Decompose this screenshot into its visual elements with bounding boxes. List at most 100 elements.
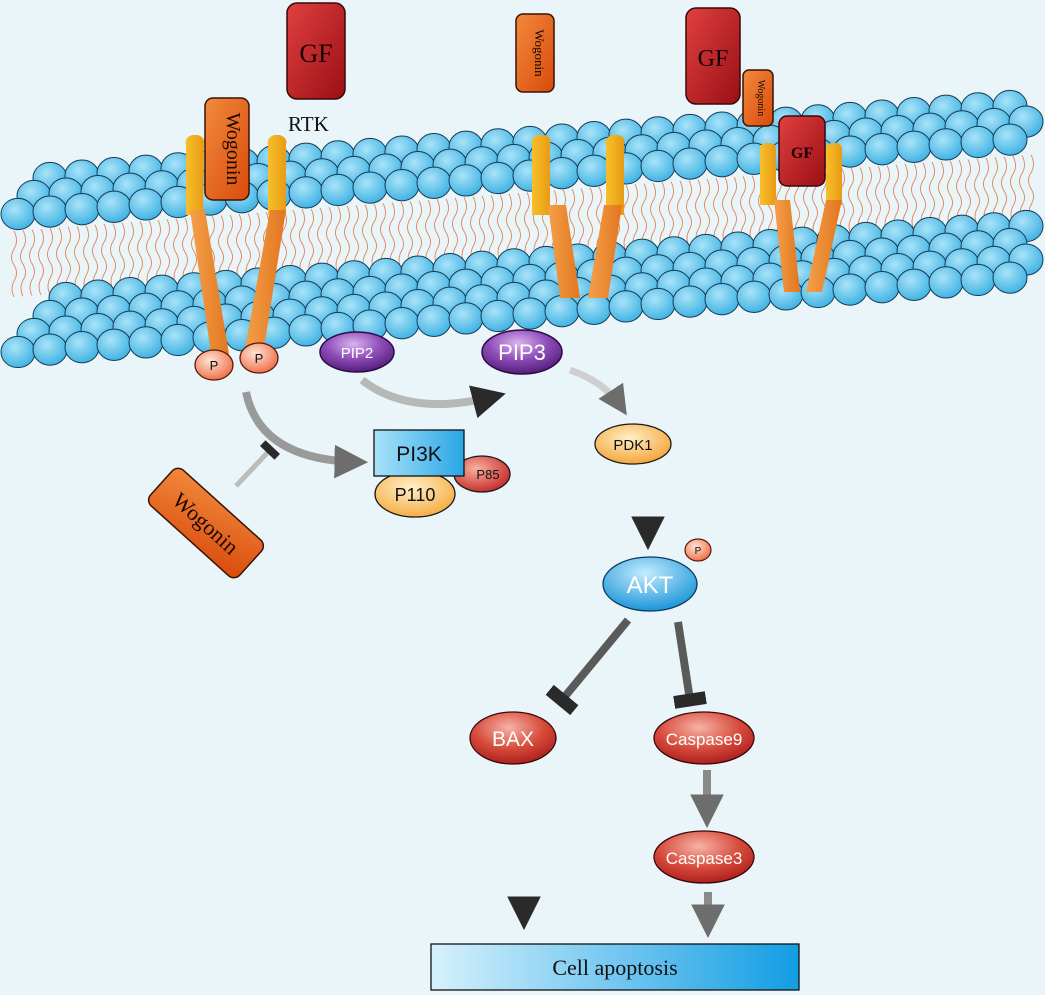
lipid-tail [398,201,404,269]
lipid-tail [947,160,953,227]
lipid-tail [38,228,44,296]
lipid-tail [110,223,116,290]
lipid-head [480,299,516,333]
lipid-head [864,133,900,166]
gf-ligand-2: GF [685,7,741,105]
wogonin-free-2: Wogonin [742,69,774,127]
lipid-tail [515,192,521,260]
bax-node: BAX [469,711,557,765]
bax-label: BAX [492,728,534,751]
lipid-tail [128,221,134,289]
lipid-tail [389,202,395,269]
akt-node: AKT P [602,538,712,612]
lipid-head [128,188,164,221]
lipid-head [32,333,68,366]
lipid-tail [308,208,314,275]
lipid-tail [704,178,710,246]
pdk1-label: PDK1 [613,437,652,454]
lipid-head [672,285,708,318]
gf-ligand-1: GF [286,2,346,100]
lipid-tail [290,209,296,277]
lipid-tail [11,230,17,298]
lipid-tail [884,165,890,232]
phosphate-right: P [239,342,279,374]
rtk-label: RTK [288,112,329,136]
lipid-tail [281,210,287,277]
lipid-head [64,331,100,364]
lipid-tail [524,192,530,259]
lipid-tail [326,207,332,274]
lipid-head [320,173,356,207]
lipid-tail [380,203,386,270]
cell-apoptosis-box: Cell apoptosis [430,943,800,991]
lipid-tail [695,179,701,246]
arrow-rtk-to-pi3k [242,391,369,479]
lipid-tail [497,194,503,261]
lipid-head [672,147,708,180]
lipid-tail [146,220,152,288]
p85-label: P85 [476,467,499,482]
lipid-head [992,123,1028,156]
lipid-tail [299,209,305,276]
lipid-tail [920,162,926,229]
arrow-pip3-to-pdk1 [568,366,627,416]
lipid-head [640,287,676,321]
lipid-tail [317,207,323,275]
lipid-head [992,261,1028,294]
lipid-tail [596,186,602,254]
lipid-tail [992,157,998,224]
lipid-tail [74,226,80,293]
lipid-tail [623,184,629,252]
lipid-head [608,290,644,323]
lipid-head [288,314,324,347]
lipid-tail [722,177,728,244]
pip3-label: PIP3 [498,340,546,365]
lipid-tail [965,159,971,226]
gf-ligand-bound: GF [778,115,826,187]
inhibit-akt-caspase9 [673,621,707,709]
lipid-tail [452,197,458,265]
lipid-tail [29,229,35,296]
lipid-head [32,195,68,228]
lipid-tail [155,219,161,287]
lipid-tail [740,176,746,243]
lipid-head [96,190,132,223]
lipid-tail [65,226,71,294]
lipid-tail [1010,155,1016,223]
rtk-receptor-left [185,135,287,360]
lipid-tail [470,196,476,263]
lipid-head [928,266,964,299]
lipid-head [896,130,932,163]
pi3k-complex: P110 P85 PI3K [373,429,511,518]
caspase9-label: Caspase9 [666,730,743,749]
lipid-tail [587,187,593,254]
lipid-head [544,157,580,190]
lipid-head [480,161,516,195]
inhibit-wogonin-rtk [234,440,281,488]
lipid-tail [182,217,188,285]
lipid-head [384,307,420,340]
lipid-head [448,164,484,197]
lipid-head [352,171,388,204]
lipid-head [96,328,132,361]
lipid-tail [632,184,638,251]
lipid-tail [911,163,917,230]
lipid-tail [173,218,179,286]
lipid-tail [488,194,494,262]
gf-label: GF [299,39,332,68]
wogonin-free-1: Wogonin [515,13,555,93]
lipid-tail [425,199,431,267]
lipid-tail [479,195,485,263]
p-label: P [255,351,264,366]
lipid-tail [254,212,260,279]
lipid-tail [443,198,449,265]
lipid-tail [731,176,737,244]
arrows [234,366,725,939]
lipid-tail [335,206,341,273]
gf-label: GF [698,46,729,72]
lipid-tail [236,213,242,281]
lipid-tail [749,175,755,242]
lipid-tail [974,158,980,225]
gf-label: GF [791,145,813,162]
